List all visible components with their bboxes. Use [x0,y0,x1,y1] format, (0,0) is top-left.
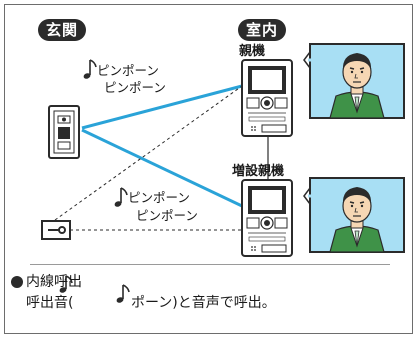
indoor-label: 室内 [238,19,286,41]
chime-text-top-1: ピンポーン [97,63,159,78]
divider [30,264,390,265]
caption-title: 内線呼出 [26,274,82,290]
extension-unit-label: 増設親機 [232,164,285,179]
music-note-icon [59,275,73,293]
music-note-icon [83,59,97,79]
visitor-person-icon [329,53,385,119]
main-unit-monitor-icon [241,59,293,137]
music-note-icon [116,284,130,303]
music-note-icon [114,187,128,207]
main-unit-label: 親機 [239,44,266,59]
chime-text-bottom-2: ピンポーン [136,208,198,223]
intercom-wiring [54,84,269,231]
bullet-icon [11,276,23,288]
visitor-screen-main [303,43,405,119]
door-station-icon [48,105,80,159]
visitor-person-icon [329,187,385,253]
chime-text-bottom-1: ピンポーン [128,190,190,205]
chime-text-top-2: ピンポーン [104,80,166,95]
caption-body-suffix: ポーン)と音声で呼出。 [131,295,276,311]
lock-key-icon [41,220,71,240]
extension-unit-monitor-icon [241,179,293,257]
entrance-label: 玄関 [38,19,86,41]
visitor-screen-extension [303,177,405,253]
caption-body-prefix: 呼出音( [26,295,74,311]
